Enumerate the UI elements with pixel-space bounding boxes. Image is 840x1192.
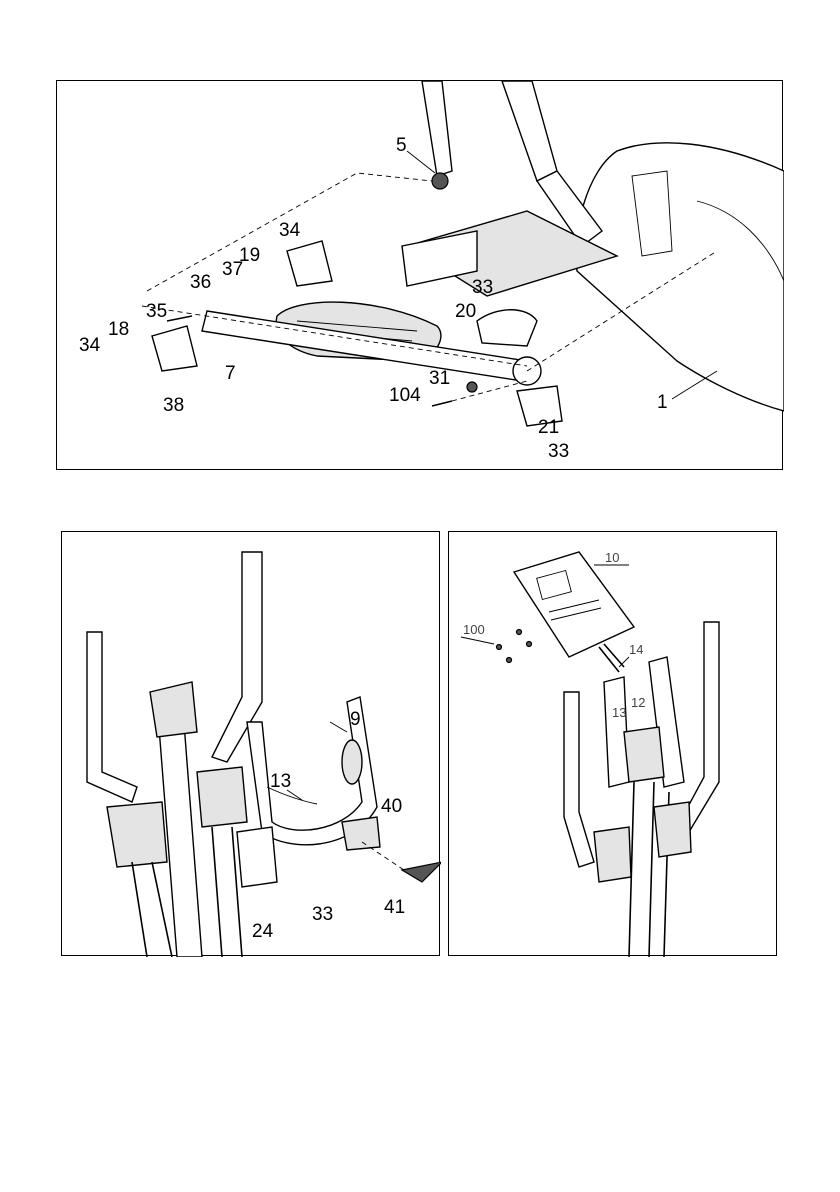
leader-100: [461, 637, 494, 644]
washer-31: [467, 382, 477, 392]
right-handlebar-mount: [197, 767, 247, 827]
part-label: 1: [657, 392, 668, 413]
bracket-19: [287, 241, 332, 286]
leader-1: [672, 371, 717, 399]
part-label: 10: [605, 550, 619, 565]
part-label: 36: [190, 272, 211, 293]
knob-41: [402, 862, 441, 882]
left-handlebar: [564, 692, 594, 867]
screw-100: [507, 658, 512, 663]
part-label: 13: [612, 705, 626, 720]
bolt-35: [167, 316, 192, 321]
part-label: 104: [389, 385, 421, 406]
part-label: 12: [631, 695, 645, 710]
part-label: 13: [270, 771, 291, 792]
top-assembly-drawing: 5 34 19 37 36 35 18 34 38 7 33 20 31 104…: [57, 81, 784, 471]
console-assembly-diagram: 10 100 14 12 13: [448, 531, 777, 956]
part-label: 31: [429, 368, 450, 389]
screw-100: [497, 645, 502, 650]
leader-5: [407, 151, 435, 173]
part-label: 41: [384, 897, 405, 918]
part-label: 34: [79, 335, 101, 356]
part-label: 7: [225, 363, 236, 384]
right-mount: [654, 802, 691, 857]
part-label: 33: [548, 441, 569, 462]
console-unit: [514, 552, 634, 657]
bolt-104: [432, 401, 452, 406]
left-lower-arm: [132, 862, 172, 957]
cover-40: [342, 817, 380, 850]
part-label: 9: [350, 709, 361, 730]
right-handlebar: [677, 622, 719, 832]
assembly-line-d: [452, 381, 527, 401]
bottle-holder: [237, 827, 277, 887]
part-label: 14: [629, 642, 643, 657]
screw-100: [527, 642, 532, 647]
part-label: 38: [163, 395, 184, 416]
console-wires: [599, 644, 624, 672]
part-label: 33: [312, 904, 333, 925]
screw-100: [517, 630, 522, 635]
left-handlebar: [87, 632, 137, 802]
handlebar-assembly-diagram: 9 13 40 33 24 41: [61, 531, 440, 956]
console-assembly-drawing: 10 100 14 12 13: [449, 532, 778, 957]
bracket-18: [152, 326, 197, 371]
left-mount: [594, 827, 631, 882]
part-label: 40: [381, 796, 402, 817]
part-label: 100: [463, 622, 485, 637]
part-label: 20: [455, 301, 476, 322]
left-handlebar-mount: [107, 802, 167, 867]
console-bracket: [624, 727, 664, 782]
leader-9: [330, 722, 347, 732]
part-label: 37: [222, 259, 243, 280]
main-frame-housing: [576, 143, 784, 411]
part-label: 5: [396, 135, 407, 156]
part-label: 35: [146, 301, 167, 322]
upright-post: [502, 81, 557, 181]
top-assembly-diagram: 5 34 19 37 36 35 18 34 38 7 33 20 31 104…: [56, 80, 783, 470]
right-lower-arm: [212, 827, 242, 957]
part-label: 34: [279, 220, 301, 241]
console-bracket: [150, 682, 197, 737]
part-label: 24: [252, 921, 274, 942]
part-label: 33: [472, 277, 493, 298]
part-label: 18: [108, 319, 129, 340]
handlebar-assembly-drawing: 9 13 40 33 24 41: [62, 532, 441, 957]
swing-arm-bearing: [432, 173, 448, 189]
swing-arm: [422, 81, 452, 176]
part-label: 21: [538, 417, 559, 438]
cover-20: [477, 310, 537, 346]
pulse-sensor: [342, 740, 362, 784]
